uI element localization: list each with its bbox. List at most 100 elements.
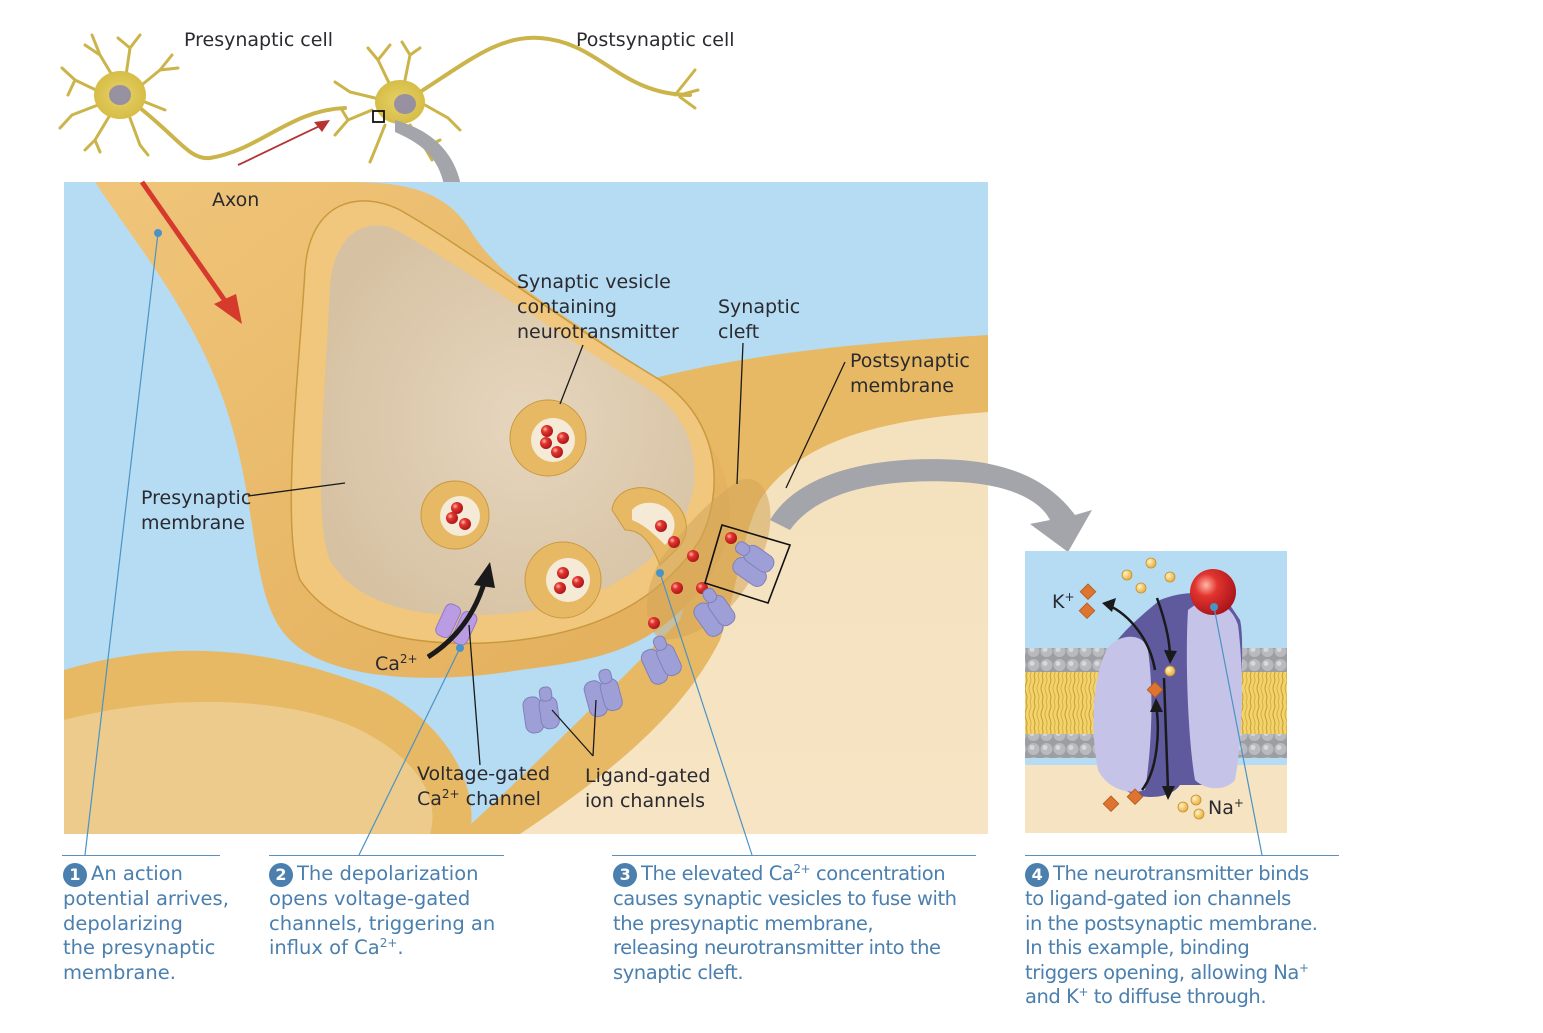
caption-text: to diffuse through. (1088, 985, 1267, 1008)
neurotransmitter (446, 512, 458, 524)
action-potential-arrow (139, 180, 233, 310)
channel-subunit-right (1186, 601, 1242, 789)
caption-line: In this example, binding (1025, 936, 1250, 959)
ligand-gated-channel-boxed (732, 541, 775, 587)
na-ion (1164, 571, 1176, 583)
postsynaptic-membrane-label: Postsynaptic membrane (850, 349, 970, 399)
vesicle-label-line: containing (517, 296, 617, 318)
callout-leader-lines (84, 232, 1263, 856)
postsynaptic-nucleus (394, 94, 416, 114)
bound-neurotransmitter (1190, 569, 1236, 615)
presynaptic-nucleus (109, 85, 131, 105)
postsynaptic-cell-label: Postsynaptic cell (576, 29, 735, 51)
caption-line: channels, triggering an (269, 911, 496, 935)
na-ion (1190, 794, 1202, 806)
synaptic-vesicle-label: Synaptic vesicle containing neurotransmi… (517, 270, 679, 345)
caption-line: potential arrives, (63, 887, 229, 910)
caption-line: the presynaptic membrane, (613, 911, 874, 935)
caption-text: and K (1025, 985, 1079, 1008)
neurotransmitter (687, 550, 699, 562)
callout-dot-3 (656, 569, 664, 577)
ligand-gated-channels (522, 541, 775, 734)
k-ions (1078, 583, 1164, 813)
callout-dots (154, 229, 1218, 652)
step-number-badge: 2 (269, 863, 293, 887)
neurotransmitter (655, 520, 667, 532)
k-ion (1078, 602, 1096, 620)
step-number-badge: 4 (1025, 863, 1049, 887)
step-number-badge: 1 (63, 863, 87, 887)
postsynaptic-neuron (333, 35, 700, 164)
neurotransmitter (541, 425, 553, 437)
ca-influx-arrowhead (474, 562, 495, 588)
vesicle-label-line: neurotransmitter (517, 321, 679, 343)
k-ion (1146, 681, 1164, 699)
ca-label-charge: 2+ (399, 652, 418, 666)
voltage-gated-channel-label: Voltage-gated Ca2+ channel (417, 762, 550, 812)
ligand-gated-channel (583, 668, 623, 718)
caption-text: The elevated Ca (641, 862, 794, 885)
step-number-badge: 3 (613, 863, 637, 887)
k-ion (1102, 795, 1120, 813)
presynaptic-neuron (58, 33, 347, 161)
ca-charge: 2+ (441, 787, 460, 801)
na-ion-label: Na+ (1208, 796, 1244, 821)
voltage-gated-label-line: Ca2+ channel (417, 787, 550, 812)
k-label-base: K (1052, 591, 1065, 613)
neurotransmitter (572, 576, 584, 588)
action-potential-arrowhead (214, 294, 242, 324)
caption-line: influx of Ca2+. (269, 936, 529, 961)
ca-charge: 2+ (379, 936, 398, 950)
ca-influx-arrow (426, 579, 488, 660)
caption-text: triggers opening, allowing Na (1025, 960, 1299, 984)
channel-subunit-left (1093, 636, 1152, 792)
vesicle (524, 541, 602, 619)
na-ion (1145, 557, 1157, 569)
ligand-gated-label-line: ion channels (585, 790, 706, 812)
presynaptic-membrane-label: Presynaptic membrane (141, 486, 251, 536)
na-label-charge: + (1233, 796, 1244, 810)
ligand-gated-channel (522, 686, 560, 734)
caption-line: membrane. (63, 960, 176, 984)
k-ion (1126, 788, 1144, 806)
na-label-base: Na (1208, 797, 1234, 819)
postsynaptic-cytoplasm (520, 412, 988, 834)
neurotransmitter (648, 617, 660, 629)
caption-line: in the postsynaptic membrane. (1025, 911, 1318, 935)
na-ion (1135, 582, 1147, 594)
synaptic-cleft (646, 478, 771, 640)
caption-rule-3 (612, 855, 976, 856)
postsynaptic-membrane-label-line: Postsynaptic (850, 350, 970, 372)
ligand-gated-channel (640, 635, 682, 685)
caption-rule-1 (62, 855, 220, 856)
caption-text: influx of Ca (269, 936, 380, 959)
k-charge: + (1078, 985, 1089, 999)
caption-line: opens voltage-gated (269, 887, 471, 910)
k-label-charge: + (1064, 590, 1075, 604)
neurotransmitter (554, 582, 566, 594)
neurotransmitters (446, 425, 737, 629)
vesicle-label-line: Synaptic vesicle (517, 271, 671, 293)
action-potential-arrowhead-small (314, 120, 330, 132)
channel-text: channel (459, 788, 541, 810)
k-ion (1079, 583, 1097, 601)
caption-rule-2 (269, 855, 504, 856)
caption-text: concentration (810, 862, 946, 885)
na-charge: + (1298, 960, 1309, 975)
presynaptic-membrane-label-line: membrane (141, 512, 245, 534)
k-ion-label: K+ (1052, 590, 1075, 615)
ligand-gated-channel (693, 587, 736, 637)
na-ion (1121, 569, 1133, 581)
caption-line: to ligand-gated ion channels (1025, 887, 1291, 910)
zoom-region-box (372, 110, 385, 123)
ligand-gated-label-line: Ligand-gated (585, 765, 711, 787)
callout-dot-1 (154, 229, 162, 237)
action-potential-arrow-small (237, 124, 323, 166)
voltage-gated-label-line: Voltage-gated (417, 763, 551, 785)
na-ion (1193, 808, 1205, 820)
